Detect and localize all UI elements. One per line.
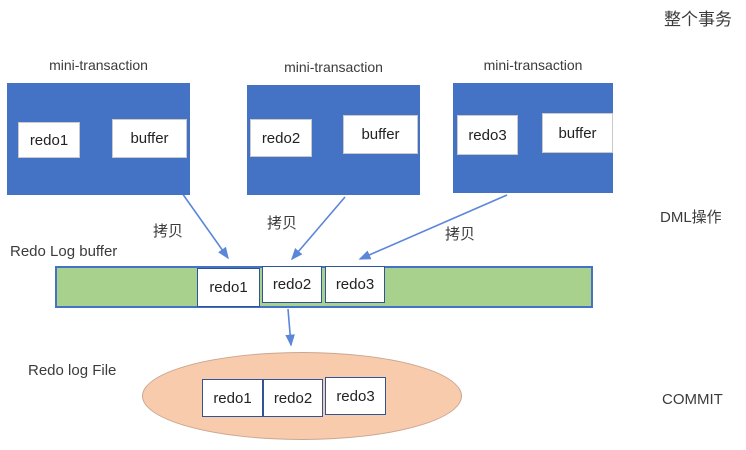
redo-log-buffer-label: Redo Log buffer [10,243,118,260]
file-slot-redo2: redo2 [263,379,323,417]
file-slot-redo1: redo1 [202,379,263,417]
phase-label-whole-transaction: 整个事务 [664,10,732,29]
copy-label-1: 拷贝 [153,223,184,240]
flush-arrow [285,308,295,347]
copy-arrow-3 [358,194,508,260]
mini-transaction-title-3: mini-transaction [483,57,583,73]
redo1-record: redo1 [18,122,80,158]
buffer-slot-redo1: redo1 [197,268,260,307]
buffer-slot-redo3: redo3 [325,266,385,303]
redo-log-file-label: Redo log File [28,362,117,379]
file-slot-redo3: redo3 [325,377,386,415]
copy-arrow-2 [290,196,346,261]
redo-log-buffer-bar [55,266,593,308]
copy-label-3: 拷贝 [445,226,476,243]
buffer-slot-redo2: redo2 [262,266,322,303]
buffer-box-2: buffer [343,115,418,154]
copy-label-2: 拷贝 [267,215,298,232]
mini-transaction-title-1: mini-transaction [49,57,148,73]
phase-label-commit: COMMIT [662,391,723,408]
copy-arrow-1 [181,192,229,260]
phase-label-dml-operation: DML操作 [660,209,722,226]
redo3-record: redo3 [457,115,518,155]
buffer-box-1: buffer [112,119,187,158]
redo2-record: redo2 [250,119,312,157]
buffer-box-3: buffer [542,113,613,153]
mini-transaction-title-2: mini-transaction [284,59,383,75]
